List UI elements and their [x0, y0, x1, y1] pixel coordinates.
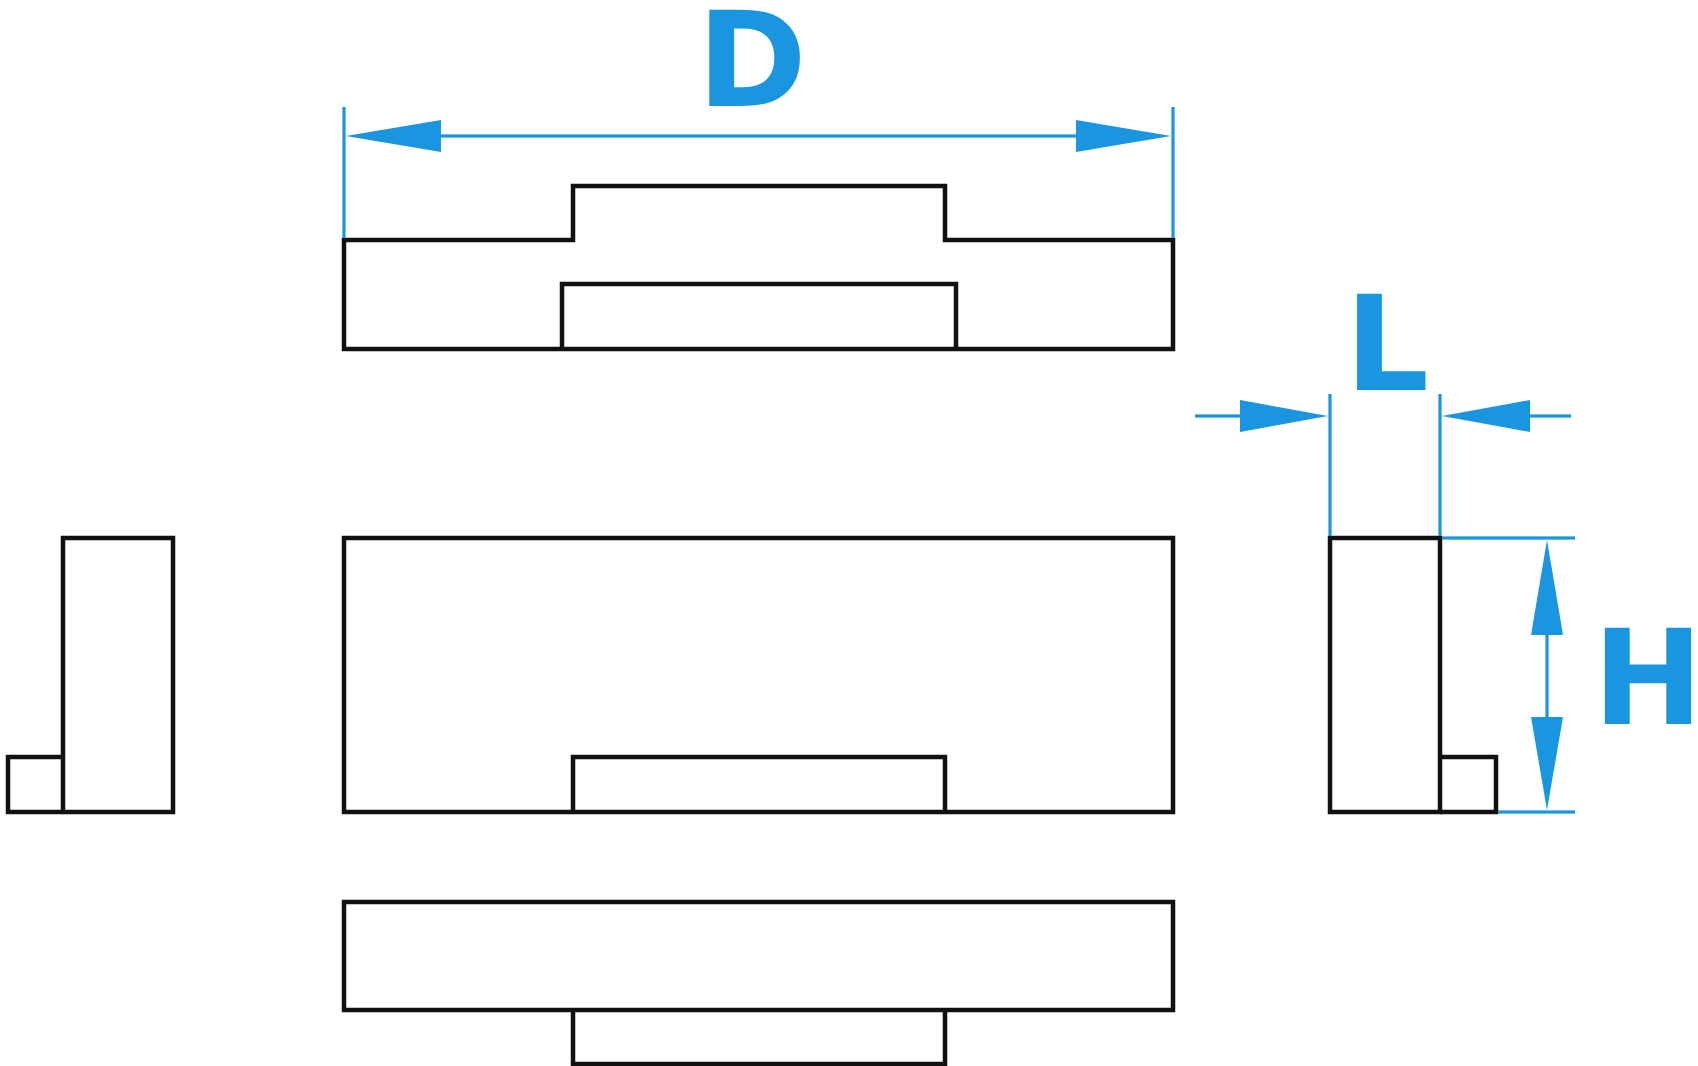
bottom-view: [341, 899, 1176, 1066]
right-side-view-tab: [1440, 754, 1499, 815]
front-view-tab: [570, 754, 948, 812]
right-side-view: [1327, 535, 1499, 815]
dimension-h-arrow-top: [1531, 540, 1563, 635]
dimension-d-arrow-right: [1076, 120, 1171, 152]
top-view-outline: [341, 183, 1176, 352]
right-side-view-body: [1327, 535, 1443, 815]
left-side-view-tab: [5, 754, 63, 815]
dimension-h: H: [1442, 536, 1698, 814]
dimension-l: L: [1195, 268, 1571, 536]
dimension-l-arrow-left: [1240, 400, 1328, 432]
left-side-view: [5, 535, 176, 815]
top-view-inner-slot: [559, 281, 959, 349]
dimension-d-arrow-left: [346, 120, 441, 152]
dimension-l-arrow-right: [1442, 400, 1530, 432]
top-view: [341, 183, 1176, 352]
left-side-view-body: [60, 535, 176, 815]
front-view: [341, 535, 1176, 815]
front-view-body: [341, 535, 1176, 815]
dimension-h-arrow-bottom: [1531, 717, 1563, 810]
dimension-l-label: L: [1345, 268, 1429, 422]
bottom-view-tab: [570, 1010, 948, 1066]
dimension-d: D: [342, 0, 1175, 238]
dimension-h-label: H: [1593, 602, 1698, 756]
dimension-d-label: D: [697, 0, 807, 138]
bottom-view-body: [341, 899, 1176, 1013]
